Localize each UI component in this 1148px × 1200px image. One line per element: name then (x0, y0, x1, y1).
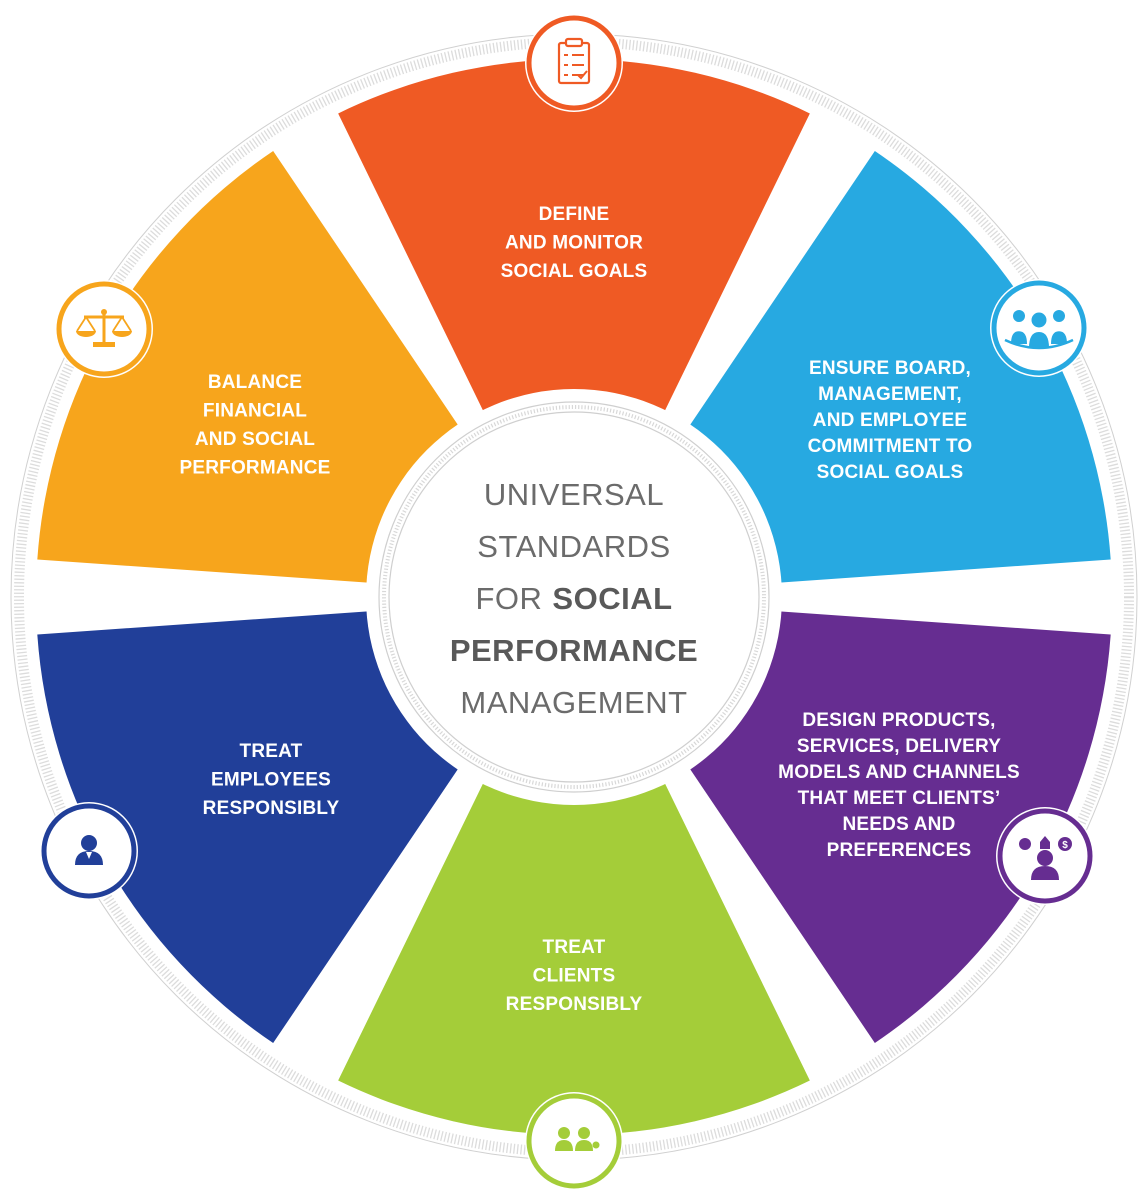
badge-define-monitor (525, 14, 623, 112)
segment-label-design-products-line-3: MODELS AND CHANNELS (778, 762, 1020, 783)
segment-label-treat-clients-line-3: RESPONSIBLY (506, 994, 643, 1015)
segment-label-treat-clients-line-2: CLIENTS (533, 966, 616, 987)
balance-scale-icon (76, 309, 132, 347)
segment-label-ensure-commitment-line-4: COMMITMENT TO (808, 436, 973, 457)
center-hub-background (366, 389, 782, 805)
badge-design-products: $ (996, 807, 1094, 905)
segment-label-define-monitor-line-1: DEFINE (539, 204, 610, 225)
segment-define-monitor (338, 59, 810, 427)
center-line-performance: PERFORMANCE (450, 633, 698, 668)
group-people-icon (1004, 310, 1074, 350)
segment-treat-employees (37, 610, 468, 1044)
segment-label-balance-performance-line-2: FINANCIAL (203, 401, 307, 422)
badge-ring (41, 803, 137, 899)
segment-label-treat-employees-line-2: EMPLOYEES (211, 770, 331, 791)
segment-label-design-products-line-2: SERVICES, DELIVERY (797, 736, 1001, 757)
segment-label-define-monitor-line-3: SOCIAL GOALS (501, 261, 648, 282)
segment-balance-performance (37, 150, 468, 584)
badge-ring (526, 1093, 622, 1189)
center-line-for-social: FOR SOCIAL (475, 581, 672, 616)
segment-treat-clients (338, 767, 810, 1135)
segment-ensure-commitment (680, 150, 1111, 584)
segment-label-design-products-line-5: NEEDS AND (843, 814, 956, 835)
center-word-social: SOCIAL (552, 581, 672, 616)
segment-label-ensure-commitment-line-5: SOCIAL GOALS (817, 462, 964, 483)
segment-label-treat-clients-line-1: TREAT (543, 937, 606, 958)
segment-label-balance-performance-line-1: BALANCE (208, 372, 302, 393)
segment-label-ensure-commitment-line-2: MANAGEMENT, (818, 384, 962, 405)
segment-label-ensure-commitment-line-3: AND EMPLOYEE (813, 410, 967, 431)
center-hub: UNIVERSAL STANDARDS FOR SOCIAL PERFORMANC… (366, 389, 782, 805)
svg-text:$: $ (1062, 840, 1068, 851)
segment-label-design-products-line-4: THAT MEET CLIENTS’ (798, 788, 1001, 809)
center-line-universal: UNIVERSAL (484, 477, 664, 512)
center-line-standards: STANDARDS (477, 529, 670, 564)
badge-background (525, 1092, 623, 1190)
badge-treat-clients (525, 1092, 623, 1190)
segment-icon-badges: $ (40, 14, 1094, 1190)
badge-ring (991, 280, 1087, 376)
segments-group (37, 59, 1111, 1135)
segment-design-products (680, 610, 1111, 1044)
employee-person-icon (75, 835, 103, 865)
segment-label-design-products-line-6: PREFERENCES (827, 840, 972, 861)
clients-pair-icon (555, 1127, 600, 1151)
center-ring-inner (388, 411, 760, 783)
segment-label-design-products-line-1: DESIGN PRODUCTS, (802, 710, 995, 731)
person-finance-icon: $ (1019, 836, 1072, 880)
segment-label-treat-employees-line-1: TREAT (240, 741, 303, 762)
center-word-for: FOR (475, 581, 542, 616)
badge-ensure-commitment (990, 279, 1088, 377)
badge-treat-employees (40, 802, 138, 900)
clipboard-checklist-icon (557, 37, 591, 85)
center-line-management: MANAGEMENT (460, 685, 687, 720)
segment-label-ensure-commitment-line-1: ENSURE BOARD, (809, 358, 971, 379)
badge-ring (56, 281, 152, 377)
center-ring-outer (378, 401, 770, 793)
segment-label-treat-employees-line-3: RESPONSIBLY (203, 798, 340, 819)
segment-label-define-monitor-line-2: AND MONITOR (505, 233, 643, 254)
badge-ring (997, 808, 1093, 904)
badge-background (990, 279, 1088, 377)
badge-background (525, 14, 623, 112)
segment-label-balance-performance-line-4: PERFORMANCE (179, 458, 330, 479)
center-ring-hatched (382, 405, 766, 789)
badge-ring (526, 15, 622, 111)
segment-label-balance-performance-line-3: AND SOCIAL (195, 429, 315, 450)
segment-labels: DEFINE AND MONITOR SOCIAL GOALS ENSURE BOAR… (179, 204, 1019, 1015)
badge-balance-performance (55, 280, 153, 378)
